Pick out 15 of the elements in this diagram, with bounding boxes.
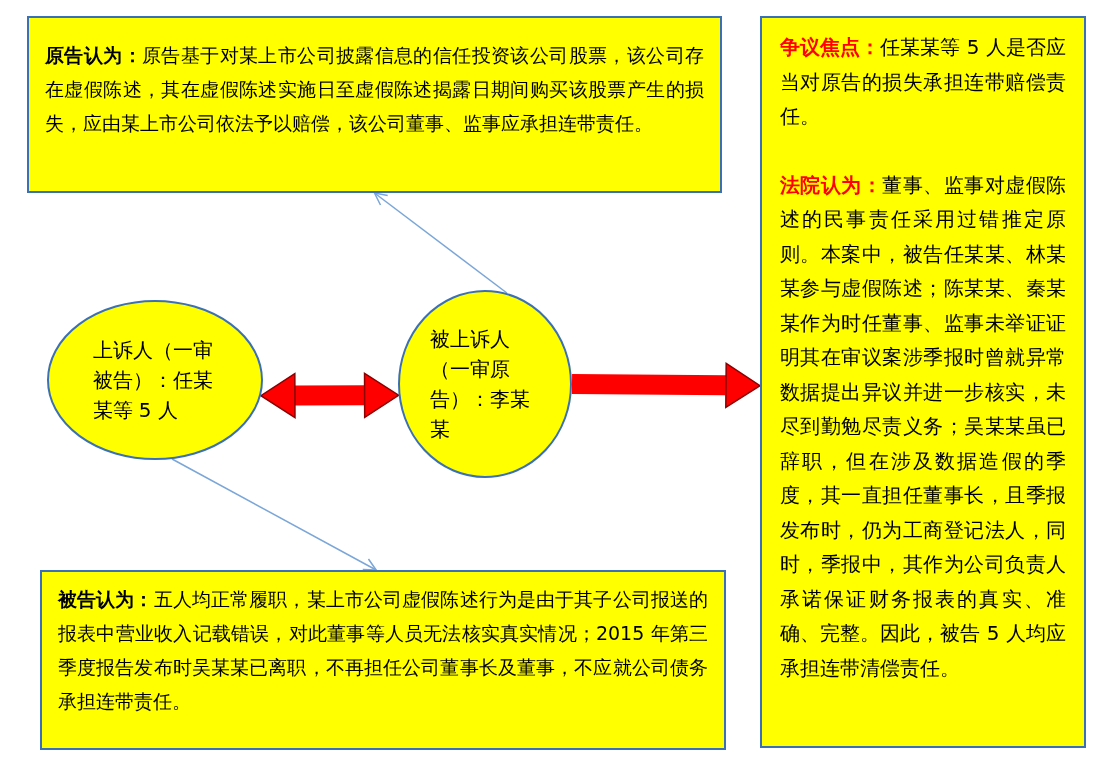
arrow — [373, 192, 508, 294]
ellipse-node — [398, 290, 572, 478]
arrow — [171, 458, 377, 571]
block-arrow — [260, 372, 400, 419]
paragraph: 原告认为：原告基于对某上市公司披露信息的信任投资该公司股票，该公司存在虚假陈述，其在虚假陈述实施日至虚假陈述揭露日期间购买该股票产生的损失，应由某上市公司依法予以赔偿，该公司董事、监事应承担连带责任。 — [45, 43, 704, 136]
paragraph: 争议焦点：任某某等 5 人是否应当对原告的损失承担连带赔偿责任。 — [780, 34, 1066, 130]
text-box — [27, 16, 722, 193]
text-box — [40, 570, 726, 750]
paragraph: 被告认为：五人均正常履职，某上市公司虚假陈述行为是由于其子公司报送的报表中营业收入记载错误，对此董事等人员无法核实真实情况；2015 年第三季度报告发布时吴某某已离职，不再担任公司董事长及董事，不应就公司债务承担连带责任。 — [58, 587, 708, 714]
text-box — [760, 16, 1086, 748]
paragraph: 法院认为：董事、监事对虚假陈述的民事责任采用过错推定原则。本案中，被告任某某、林某某参与虚假陈述；陈某某、秦某某作为时任董事、监事未举证证明其在审议案涉季报时曾就异常数据提出异议并进一步核实，未尽到勤勉尽责义务；吴某某虽已辞职，但在涉及数据造假的季度，其一直担任董事长，且季报发布时，仍为工商登记法人，同时，季报中，其作为公司负责人承诺保证财务报表的真实、准确、完整。因此，被告 5 人均应承担连带清偿责任。 — [780, 171, 1066, 682]
ellipse-node — [47, 300, 263, 460]
block-arrow — [571, 362, 761, 409]
node-label: 上诉人（一审被告）：任某某等 5 人 — [92, 337, 214, 424]
node-label: 被上诉人（一审原告）：李某某 — [430, 326, 531, 443]
